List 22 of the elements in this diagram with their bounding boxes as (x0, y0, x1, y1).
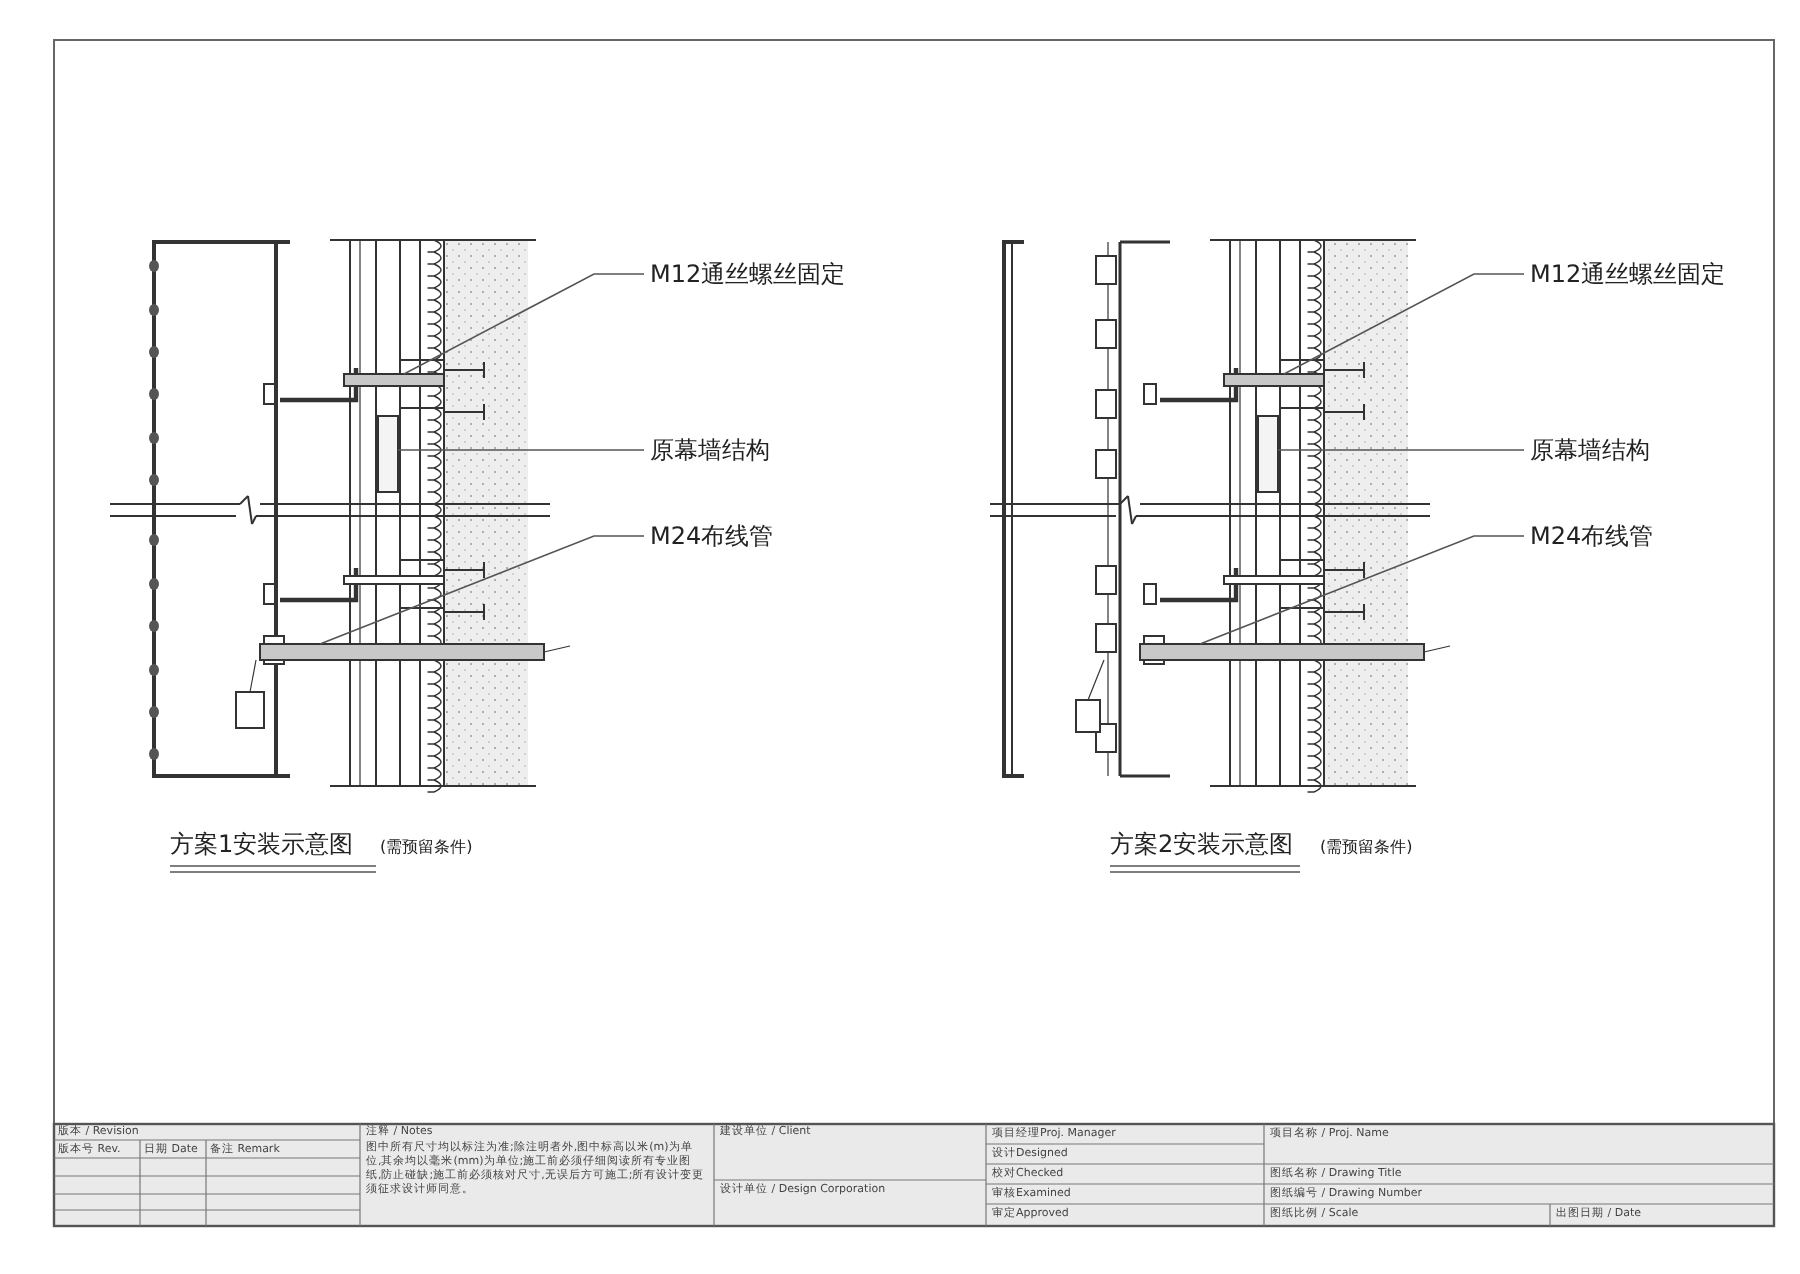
caption-note: (需预留条件) (1320, 838, 1413, 858)
caption: 方案2安装示意图 (1110, 830, 1294, 860)
conduit-pipe (1139, 643, 1425, 661)
callout-label: M12通丝螺丝固定 (1530, 260, 1726, 288)
conduit-pipe (259, 643, 545, 661)
curtain-wall-panel (1257, 415, 1279, 493)
callout-label: 原幕墙结构 (1530, 436, 1650, 464)
leader-line (1199, 535, 1525, 645)
threaded-bolt (343, 373, 445, 387)
caption: 方案1安装示意图 (170, 830, 354, 860)
callout-label: M24布线管 (1530, 522, 1654, 550)
leader-line (319, 535, 645, 645)
leader-line (403, 273, 645, 375)
leader-line (1283, 273, 1525, 375)
callout-label: M12通丝螺丝固定 (650, 260, 846, 288)
curtain-wall-panel (377, 415, 399, 493)
leader-line (1277, 449, 1525, 451)
callout-label: 原幕墙结构 (650, 436, 770, 464)
callout-label: M24布线管 (650, 522, 774, 550)
leader-line (397, 449, 645, 451)
caption-note: (需预留条件) (380, 838, 473, 858)
threaded-bolt (1223, 373, 1325, 387)
